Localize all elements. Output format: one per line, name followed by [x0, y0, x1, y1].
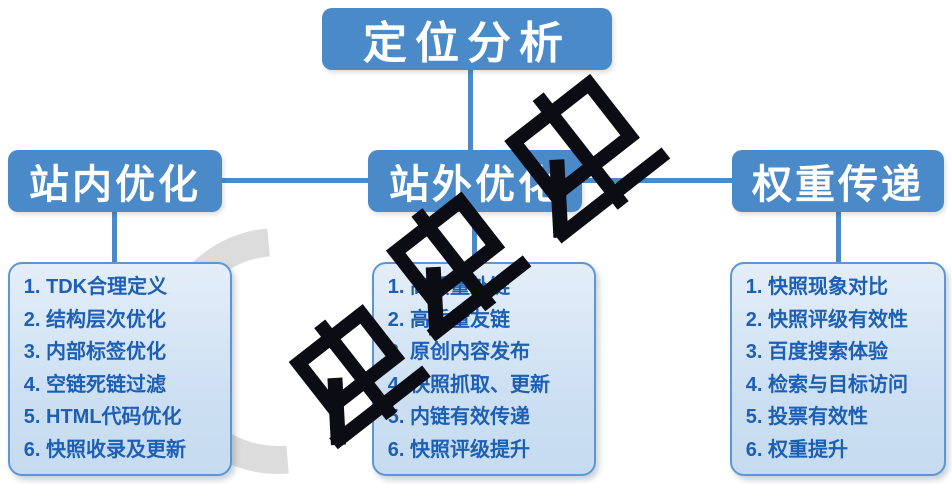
- node-onsite-optimization: 站内优化: [8, 150, 222, 212]
- node-weight-transfer-label: 权重传递: [752, 163, 924, 207]
- panel-weight-items: 快照现象对比 快照评级有效性 百度搜索体验 检索与目标访问 投票有效性 权重提升: [730, 262, 946, 476]
- list-item: 权重提升: [768, 439, 938, 463]
- connector-stem-weight: [836, 210, 841, 266]
- list-item: 百度搜索体验: [768, 341, 938, 365]
- list-item: HTML代码优化: [46, 406, 224, 430]
- list-item: 快照评级有效性: [768, 309, 938, 333]
- connector-stem-offsite: [472, 210, 477, 266]
- list-item: 快照评级提升: [410, 439, 588, 463]
- list-item: 快照现象对比: [768, 276, 938, 300]
- onsite-item-list: TDK合理定义 结构层次优化 内部标签优化 空链死链过滤 HTML代码优化 快照…: [18, 276, 224, 463]
- panel-onsite-items: TDK合理定义 结构层次优化 内部标签优化 空链死链过滤 HTML代码优化 快照…: [8, 262, 232, 476]
- node-weight-transfer: 权重传递: [732, 150, 944, 212]
- weight-item-list: 快照现象对比 快照评级有效性 百度搜索体验 检索与目标访问 投票有效性 权重提升: [740, 276, 938, 463]
- list-item: 内链有效传递: [410, 406, 588, 430]
- connector-stem-onsite: [112, 210, 117, 266]
- node-offsite-optimization: 站外优化: [368, 150, 582, 212]
- list-item: 投票有效性: [768, 406, 938, 430]
- node-positioning-analysis-label: 定位分析: [363, 19, 571, 68]
- connector-root-vertical: [468, 66, 473, 156]
- watermark-stroke: [425, 266, 444, 337]
- list-item: 内部标签优化: [46, 341, 224, 365]
- list-item: 快照抓取、更新: [410, 374, 588, 398]
- node-positioning-analysis: 定位分析: [322, 8, 612, 70]
- node-offsite-optimization-label: 站外优化: [389, 163, 561, 207]
- list-item: 原创内容发布: [410, 341, 588, 365]
- list-item: 快照收录及更新: [46, 439, 224, 463]
- list-item: TDK合理定义: [46, 276, 224, 300]
- list-item: 空链死链过滤: [46, 374, 224, 398]
- watermark-glyph: [487, 60, 673, 246]
- node-onsite-optimization-label: 站内优化: [29, 163, 201, 207]
- list-item: 检索与目标访问: [768, 374, 938, 398]
- list-item: 结构层次优化: [46, 309, 224, 333]
